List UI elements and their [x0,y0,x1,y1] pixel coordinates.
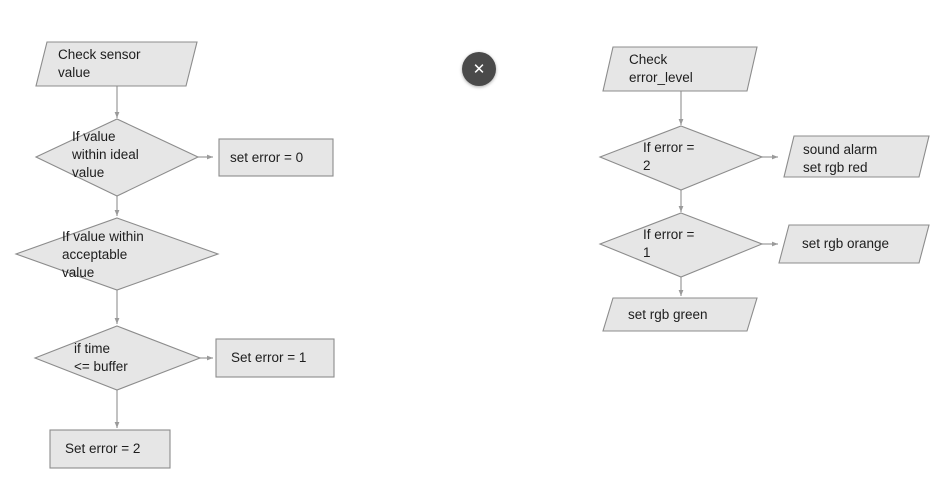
node-if-value-within-acceptable-value[interactable] [14,217,220,291]
node-if-value-within-ideal-value[interactable] [34,118,200,197]
node-if-time-le-buffer[interactable] [33,325,202,391]
node-set-error-2[interactable] [49,429,171,469]
close-icon: ✕ [472,60,486,78]
connector-group-right [678,91,778,296]
node-set-rgb-green[interactable] [602,297,758,332]
node-check-error-level[interactable] [602,46,758,92]
close-button[interactable]: ✕ [462,52,496,86]
connector-group-left [114,86,213,428]
node-set-error-1[interactable] [215,338,335,378]
node-set-rgb-orange[interactable] [778,224,930,264]
node-if-error-2[interactable] [598,125,764,191]
node-set-error-0[interactable] [218,138,334,177]
node-if-error-1[interactable] [598,212,764,278]
node-check-sensor-value[interactable] [35,41,198,87]
node-sound-alarm-set-rgb-red[interactable] [783,135,930,178]
